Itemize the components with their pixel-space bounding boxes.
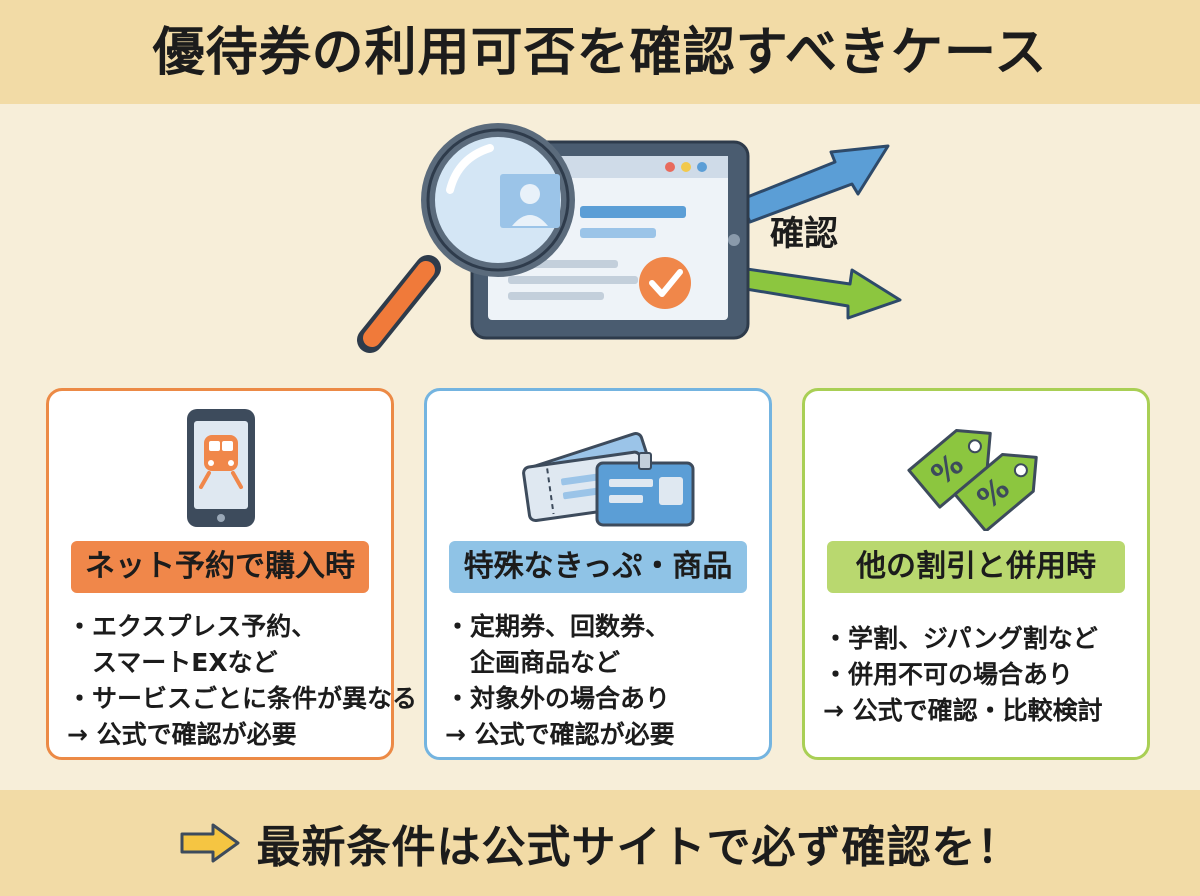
case-card-online-booking: ネット予約で購入時 ・エクスプレス予約、 スマートEXなど ・サービスごとに条件… <box>46 388 418 760</box>
card-label: ネット予約で購入時 <box>71 541 369 593</box>
card-line: ・併用不可の場合あり <box>823 660 1074 689</box>
card-line: ・定期券、回数券、 <box>445 612 671 641</box>
footer-text: 最新条件は公式サイトで必ず確認を！ <box>256 822 1022 873</box>
magnifier-icon <box>357 123 575 353</box>
card-label: 他の割引と併用時 <box>827 541 1125 593</box>
card-line: 企画商品など <box>470 648 621 677</box>
card-line: → 公式で確認が必要 <box>445 720 675 749</box>
checkmark-icon <box>639 257 691 309</box>
card-line: ・学割、ジパング割など <box>823 624 1098 653</box>
card-line: ・対象外の場合あり <box>445 684 671 713</box>
right-arrow-icon <box>180 823 239 863</box>
card-line: ・エクスプレス予約、 <box>67 612 317 641</box>
arrow-blue-icon <box>738 144 890 224</box>
footer: 最新条件は公式サイトで必ず確認を！ <box>0 810 1200 876</box>
card-line: ・サービスごとに条件が異なる <box>67 684 418 713</box>
case-card-special-tickets: 特殊なきっぷ・商品 ・定期券、回数券、 企画商品など ・対象外の場合あり → 公… <box>424 388 772 760</box>
card-line: スマートEXなど <box>92 648 278 677</box>
page-title: 優待券の利用可否を確認すべきケース <box>152 23 1048 83</box>
card-line: → 公式で確認が必要 <box>67 720 297 749</box>
hero-check-label: 確認 <box>770 214 838 254</box>
tickets-id-card-icon <box>522 432 695 527</box>
title-band <box>0 0 1200 104</box>
card-line: → 公式で確認・比較検討 <box>823 696 1103 725</box>
arrow-green-icon <box>738 266 902 320</box>
hero-illustration <box>357 123 902 353</box>
case-card-discount-combination: % % 他の割引と併用時 ・学割、ジパング割など ・併用不可の場合あり → 公式… <box>802 388 1150 760</box>
discount-tags-icon: % % <box>907 428 1038 531</box>
card-lines: ・エクスプレス予約、 スマートEXなど ・サービスごとに条件が異なる → 公式で… <box>67 609 418 753</box>
smartphone-train-icon <box>187 409 255 527</box>
card-lines: ・定期券、回数券、 企画商品など ・対象外の場合あり → 公式で確認が必要 <box>445 609 765 753</box>
card-label: 特殊なきっぷ・商品 <box>449 541 747 593</box>
card-lines: ・学割、ジパング割など ・併用不可の場合あり → 公式で確認・比較検討 <box>823 621 1143 729</box>
